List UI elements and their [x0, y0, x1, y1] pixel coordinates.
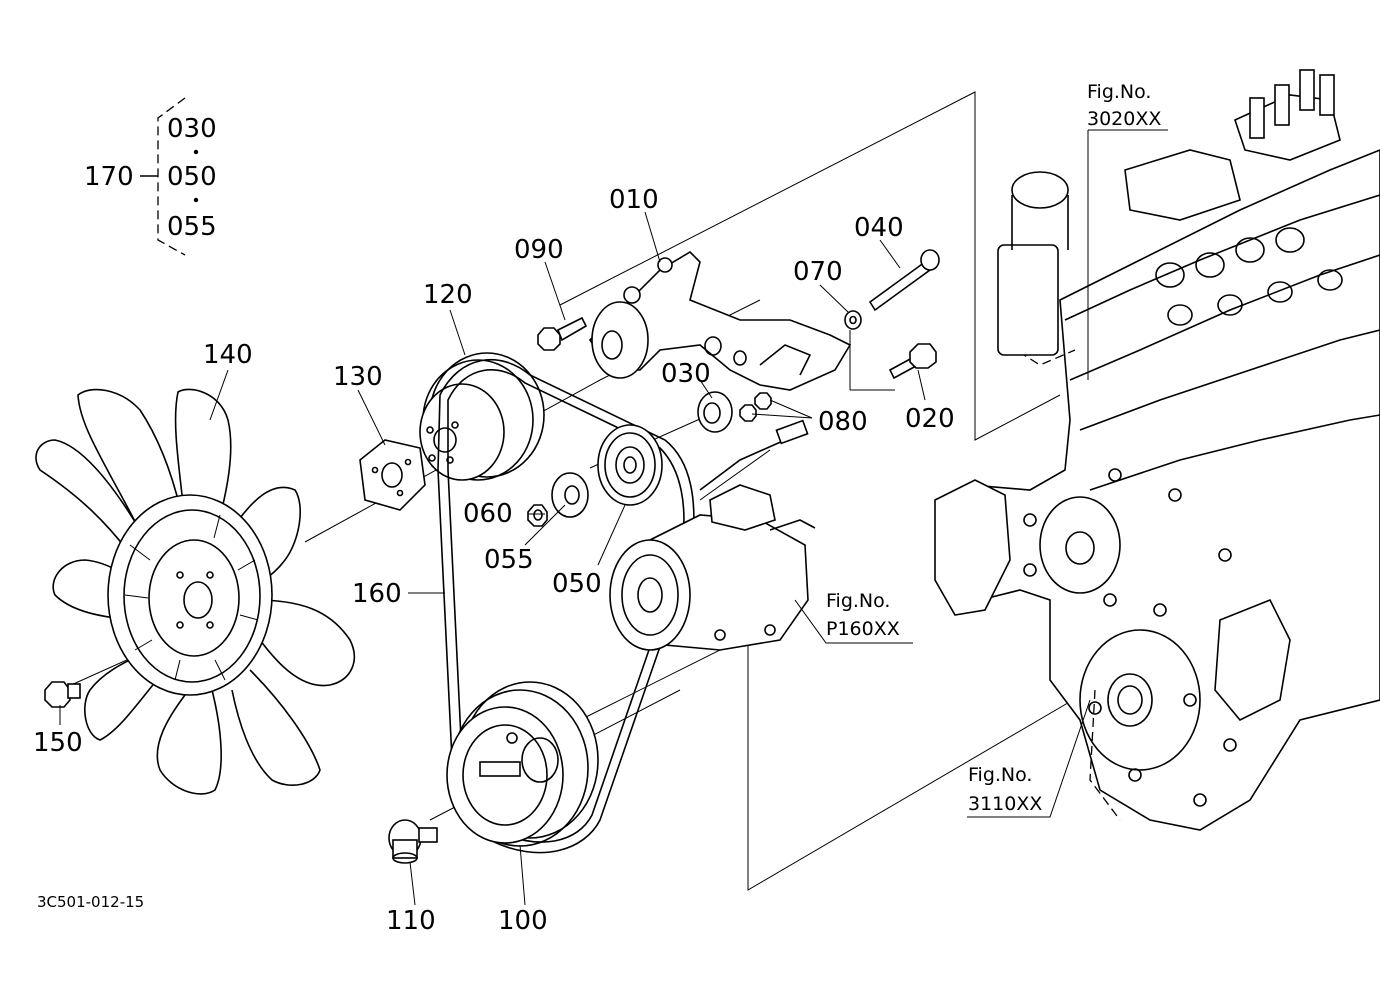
callout-160[interactable]: 160	[352, 579, 402, 609]
idler-pulley[interactable]	[597, 424, 663, 506]
diagram-code: 3C501-012-15	[37, 893, 144, 911]
callout-030[interactable]: 030	[661, 359, 711, 389]
fig-p160-line2: P160XX	[826, 618, 900, 640]
callout-060[interactable]: 060	[463, 499, 513, 529]
callout-050[interactable]: 050	[552, 569, 602, 599]
callout-090[interactable]: 090	[514, 235, 564, 265]
bracket-bolt-090[interactable]	[537, 316, 588, 351]
idler-nut[interactable]	[527, 504, 548, 527]
figure-ref-3110xx[interactable]: Fig.No. 3110XX	[968, 764, 1042, 815]
callout-120[interactable]: 120	[423, 280, 473, 310]
callout-020[interactable]: 020	[905, 404, 955, 434]
callout-130[interactable]: 130	[333, 362, 383, 392]
figure-ref-p160xx[interactable]: Fig.No. P160XX	[826, 590, 900, 640]
callout-labels: 010 020 030 040 050 055 060 070 080 090 …	[33, 185, 955, 936]
bracket-item-055[interactable]: 055	[167, 212, 217, 242]
tension-collar[interactable]	[697, 391, 733, 433]
engine-block[interactable]	[934, 69, 1380, 831]
fig-3020-line1: Fig.No.	[1087, 81, 1151, 103]
callout-140[interactable]: 140	[203, 340, 253, 370]
ac-compressor[interactable]	[609, 419, 816, 651]
callout-100[interactable]: 100	[498, 906, 548, 936]
idler-washer[interactable]	[551, 472, 589, 518]
fan-bolt[interactable]	[44, 681, 81, 708]
figure-ref-3020xx[interactable]: Fig.No. 3020XX	[1087, 81, 1161, 130]
bracket-nuts[interactable]	[739, 392, 772, 422]
fig-p160-line1: Fig.No.	[826, 590, 890, 612]
bracket-item-050[interactable]: 050	[167, 162, 217, 192]
fig-3020-line2: 3020XX	[1087, 108, 1161, 130]
fan-spacer-plate[interactable]	[359, 439, 426, 511]
callout-080[interactable]: 080	[818, 407, 868, 437]
callout-110[interactable]: 110	[386, 906, 436, 936]
callout-010[interactable]: 010	[609, 185, 659, 215]
crankshaft-pulley-bolt[interactable]	[388, 819, 438, 864]
group-bracket-170: 170 030 050 055	[84, 97, 217, 256]
washer-070[interactable]	[844, 310, 862, 330]
crankshaft-pulley[interactable]	[446, 681, 599, 847]
callout-040[interactable]: 040	[854, 213, 904, 243]
cooling-fan[interactable]	[35, 388, 355, 795]
callout-170[interactable]: 170	[84, 162, 134, 192]
bracket-item-030[interactable]: 030	[167, 114, 217, 144]
bolt-020[interactable]	[888, 343, 937, 380]
callout-055[interactable]: 055	[484, 545, 534, 575]
long-bolt-040[interactable]	[868, 249, 940, 312]
leader-lines	[59, 129, 1168, 906]
fig-3110-line1: Fig.No.	[968, 764, 1032, 786]
callout-150[interactable]: 150	[33, 728, 83, 758]
callout-070[interactable]: 070	[793, 257, 843, 287]
fan-pulley[interactable]	[419, 352, 545, 481]
tension-bracket[interactable]	[588, 250, 852, 391]
fig-3110-line2: 3110XX	[968, 793, 1042, 815]
